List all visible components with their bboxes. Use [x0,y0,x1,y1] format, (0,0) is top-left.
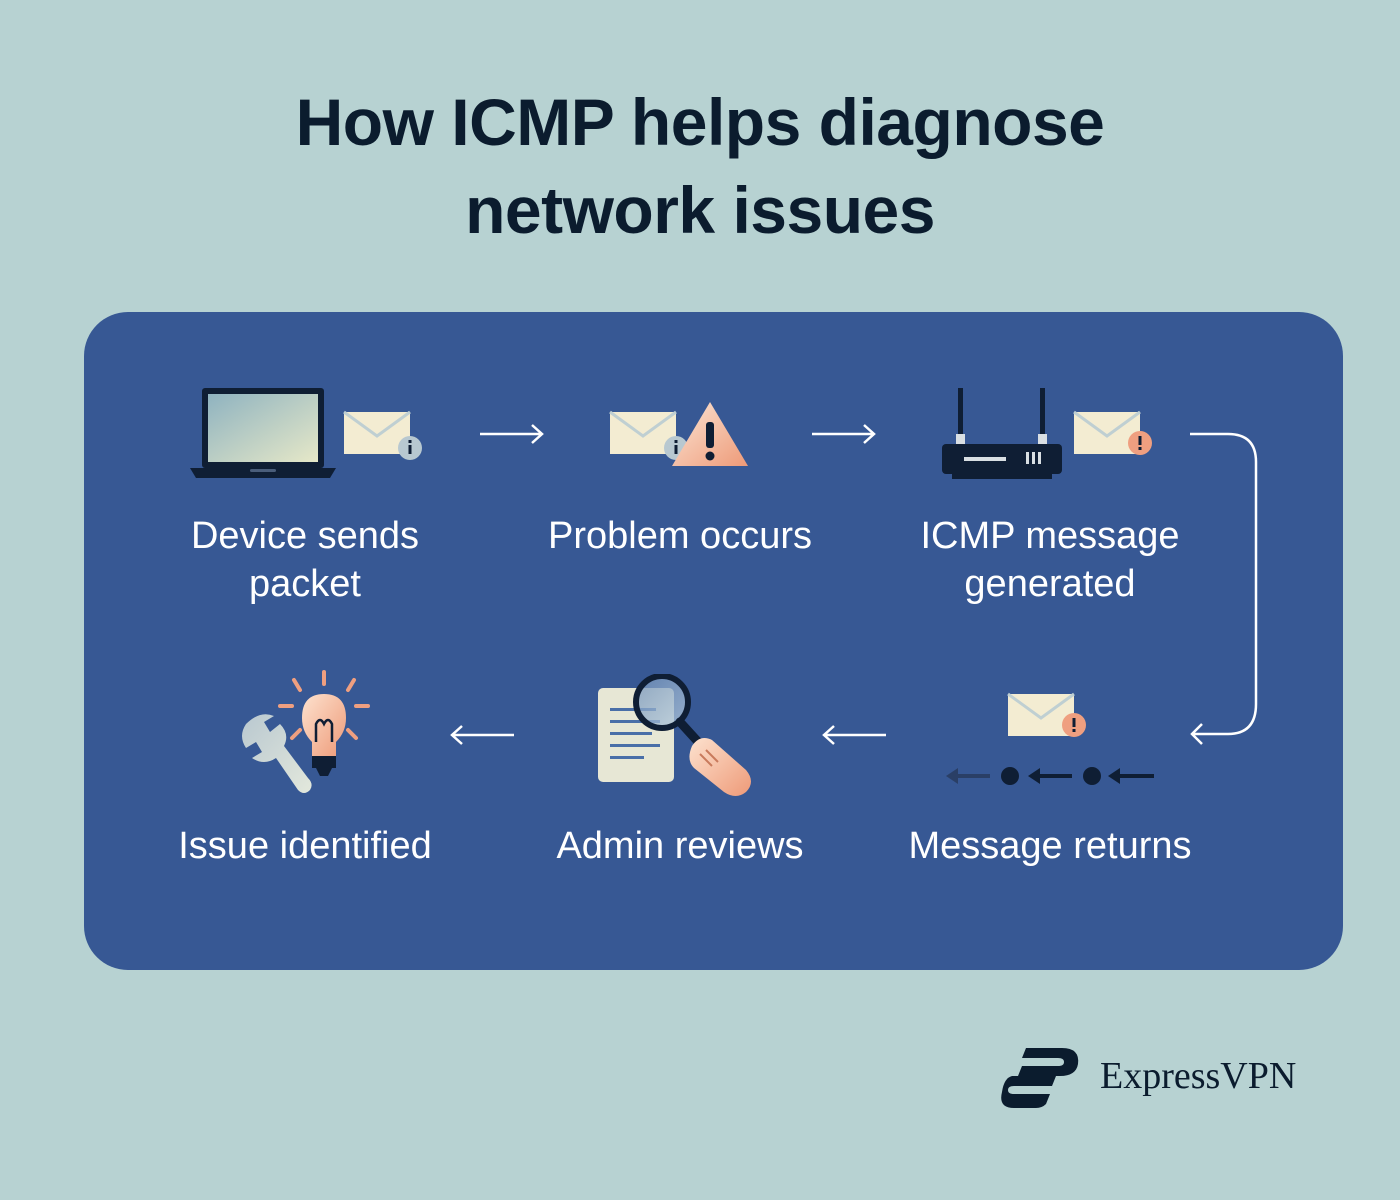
arrow-right-icon [812,424,876,444]
arrow-left-icon [822,725,886,745]
step-label: Device sends packet [150,512,460,608]
step-device-sends-packet: Device sends packet [150,380,460,620]
return-dots-icon [946,767,1154,785]
step-label-line-1: Issue identified [178,825,432,867]
step-label-line-2: generated [964,563,1136,605]
step-icmp-message-generated: ICMP message generated [890,380,1210,620]
step-label: Admin reviews [520,822,840,870]
lightbulb-wrench-icon [242,670,370,793]
step-label: ICMP message generated [890,512,1210,608]
step-label: Message returns [890,822,1210,870]
step-problem-occurs: Problem occurs [520,380,840,620]
arrow-left-icon [450,725,514,745]
step-issue-identified: Issue identified [150,660,460,880]
step-label-line-1: Problem occurs [548,515,812,557]
step-label-line-1: Message returns [908,825,1192,867]
title-line-2: network issues [465,173,935,247]
warning-icon [672,402,748,466]
laptop-icon [190,388,336,478]
envelope-alert-icon [1007,692,1086,737]
brand-name: ExpressVPN [1100,1055,1297,1097]
envelope-alert-icon [1073,410,1152,455]
page-title: How ICMP helps diagnose network issues [0,78,1400,254]
title-line-1: How ICMP helps diagnose [295,85,1105,159]
step-label-line-2: packet [249,563,361,605]
step-admin-reviews: Admin reviews [520,670,840,880]
step-label-line-1: Device sends [190,515,420,557]
curved-arrow-icon [1190,432,1258,745]
step-label-line-1: Admin reviews [556,825,804,867]
document-magnifier-icon [598,674,751,796]
expressvpn-logo: ExpressVPN [1000,1046,1340,1112]
step-label: Issue identified [150,822,460,870]
expressvpn-mark-icon [1001,1048,1079,1108]
envelope-info-icon [609,410,688,460]
router-icon [942,388,1062,479]
step-label: Problem occurs [520,512,840,560]
step-label-line-1: ICMP message [920,515,1180,557]
arrow-right-icon [480,424,544,444]
envelope-info-icon [343,410,422,460]
step-message-returns: Message returns [890,690,1210,880]
